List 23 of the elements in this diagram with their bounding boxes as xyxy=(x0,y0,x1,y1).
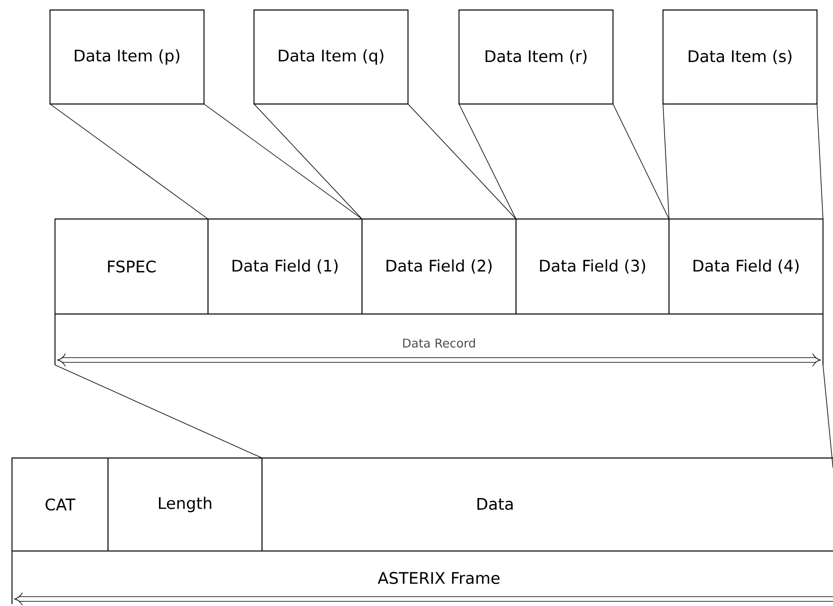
item-box: Data Item (s) xyxy=(662,10,818,104)
leader-line xyxy=(254,104,362,220)
field-box: Data Field (2) xyxy=(362,218,516,314)
leader-line xyxy=(408,104,516,220)
item-box: Data Item (r) xyxy=(458,10,614,104)
leader-line xyxy=(612,104,670,220)
item-box: Data Item (q) xyxy=(254,10,408,104)
leader-line xyxy=(662,104,670,220)
field-box: Data xyxy=(262,458,833,552)
dimension-band: ASTERIX Frame xyxy=(12,550,833,606)
field-box: Data Field (4) xyxy=(668,218,824,314)
field-box: Data Field (1) xyxy=(208,218,362,314)
field-box: CAT xyxy=(12,458,108,552)
leader-line xyxy=(204,104,362,220)
field-box: Length xyxy=(108,458,262,552)
field-box: FSPEC xyxy=(54,218,208,314)
leader-line xyxy=(50,104,208,220)
dimension-band: Data Record xyxy=(54,314,824,366)
leader-line xyxy=(816,104,824,220)
leader-line xyxy=(54,364,262,458)
field-box: Data Field (3) xyxy=(516,218,670,314)
leader-line xyxy=(458,104,516,220)
item-box: Data Item (p) xyxy=(50,10,204,104)
